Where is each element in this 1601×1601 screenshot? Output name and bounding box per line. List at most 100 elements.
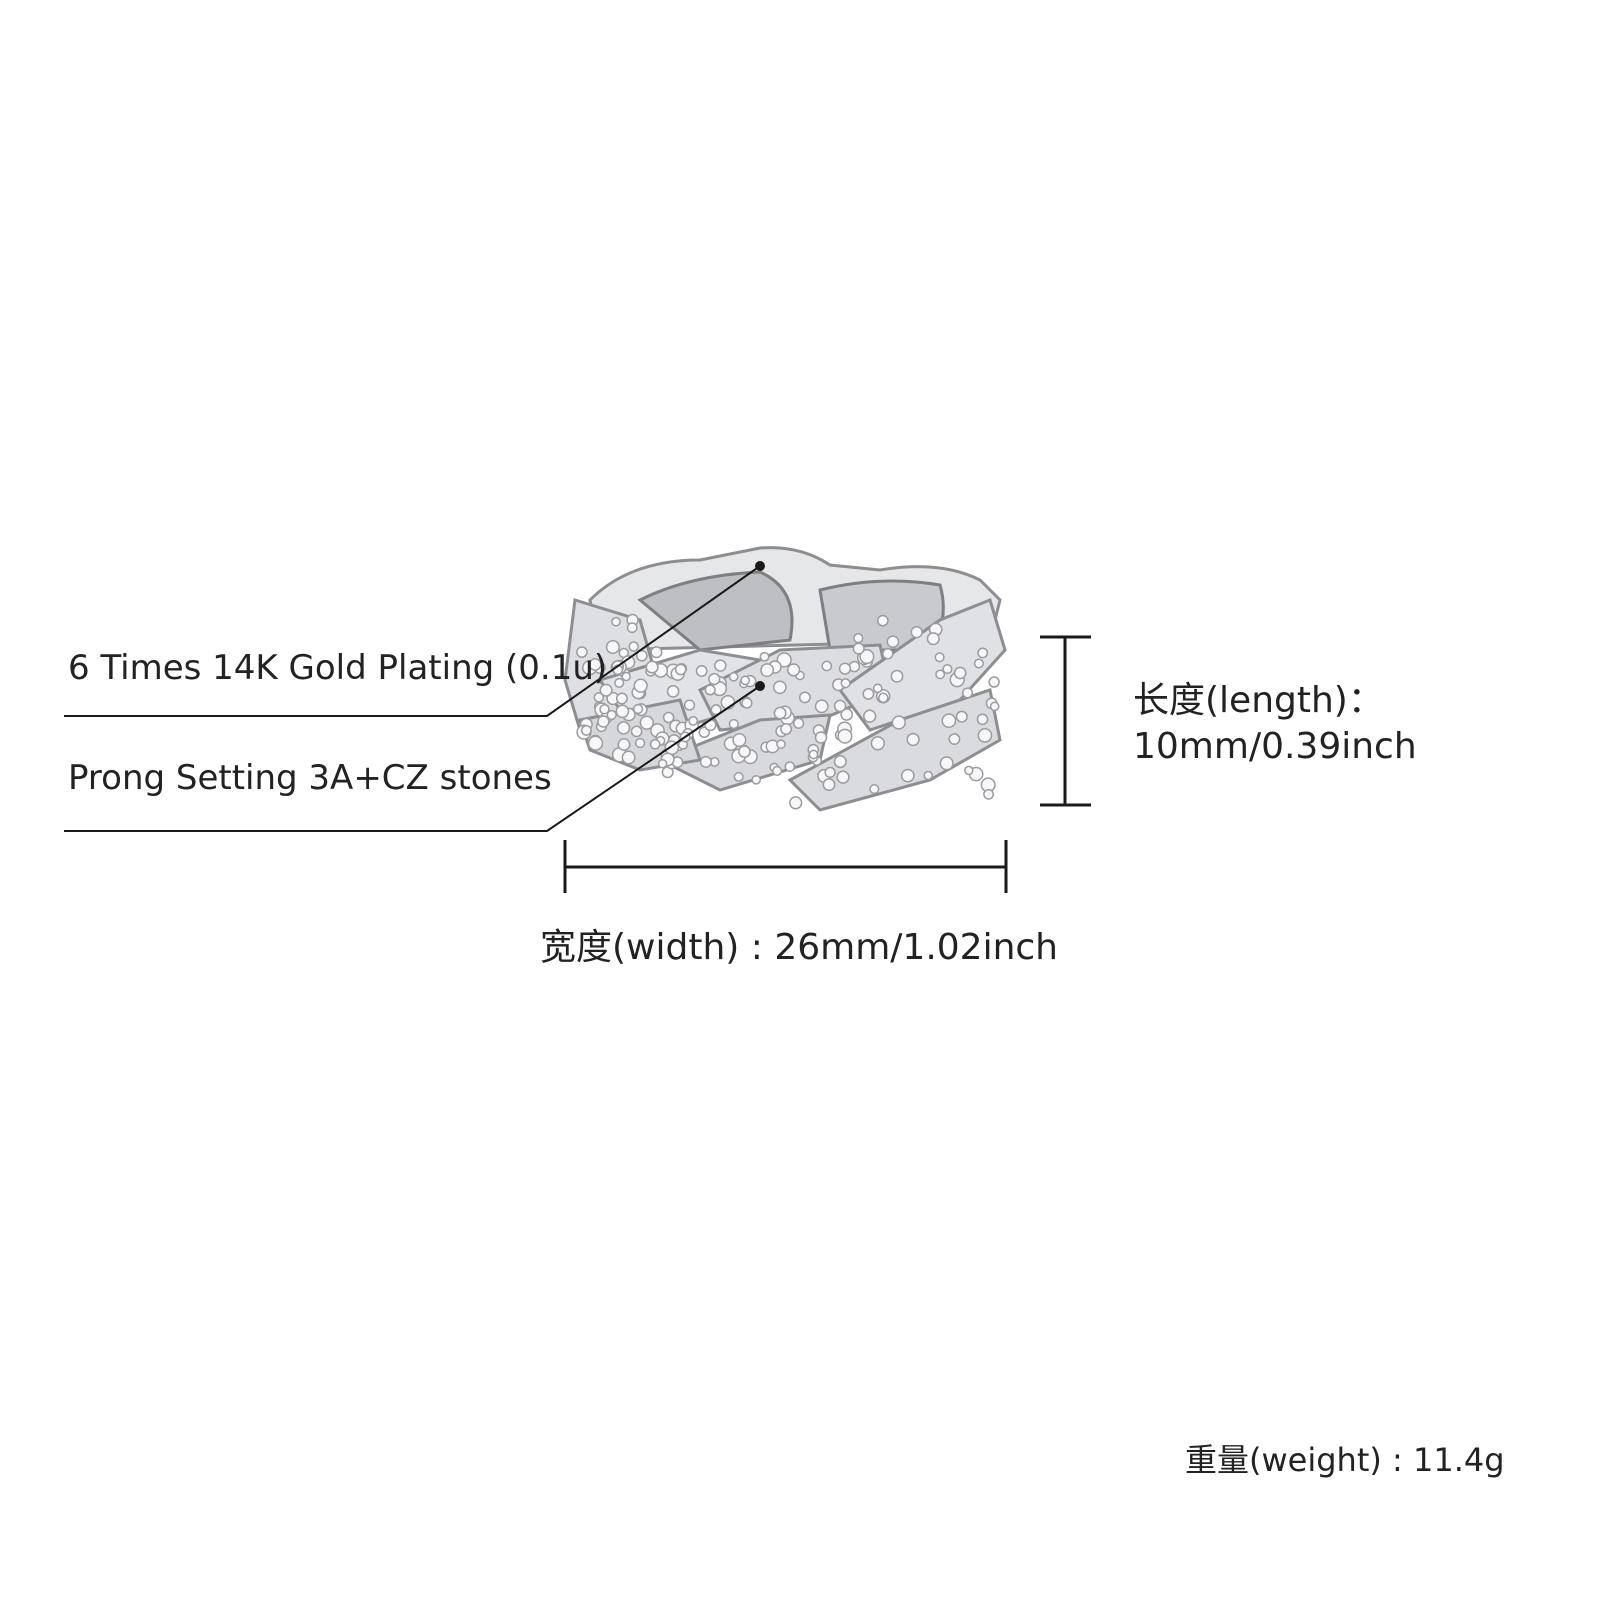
stone-dot: [973, 658, 984, 669]
stone-dot: [666, 685, 680, 698]
stone-dot: [948, 733, 961, 746]
stone-dot: [704, 684, 716, 696]
setting-callout-label: Prong Setting 3A+CZ stones: [68, 758, 552, 798]
stone-dot: [910, 626, 923, 639]
stone-dot: [617, 738, 631, 751]
stone-dot: [789, 796, 803, 810]
stone-dot: [989, 701, 1000, 712]
stone-dot: [772, 680, 787, 695]
stone-dot: [633, 678, 648, 693]
stone-dot: [576, 646, 588, 658]
stone-dot: [587, 735, 604, 751]
stone-dot: [890, 669, 904, 683]
stone-dot: [863, 709, 877, 723]
stone-dot: [976, 713, 989, 726]
stone-dot: [650, 646, 663, 659]
stone-dot: [926, 632, 940, 646]
stone-dot: [838, 662, 852, 675]
stone-dot: [869, 784, 880, 795]
stone-dot: [728, 671, 739, 682]
stone-dot: [606, 709, 617, 721]
stone-dot: [615, 704, 630, 719]
stone-dot: [780, 723, 793, 735]
stone-dot: [760, 663, 775, 678]
stone-dot: [840, 678, 851, 689]
stone-dot: [759, 651, 770, 662]
stone-dot: [886, 635, 900, 649]
plating-leader: [64, 561, 765, 717]
stone-dot: [792, 717, 805, 729]
stone-dot: [599, 703, 610, 715]
stone-dot: [714, 659, 727, 672]
stone-dot: [615, 692, 628, 705]
stone-dot: [955, 710, 968, 723]
stone-dot: [588, 658, 602, 671]
width-dimension-bracket: [563, 840, 1008, 893]
stone-dot: [626, 622, 638, 634]
stone-dot: [772, 765, 783, 776]
stone-dot: [688, 715, 699, 726]
stone-dot: [621, 671, 631, 682]
stone-dot: [876, 614, 889, 627]
weight-label: 重量(weight) : 11.4g: [1185, 1441, 1505, 1479]
stone-dot: [853, 633, 864, 644]
stone-dot: [635, 649, 648, 662]
length-dimension-bracket: [1040, 635, 1091, 807]
stone-dot: [808, 749, 819, 760]
stone-dot: [634, 737, 646, 749]
setting-leader: [64, 681, 765, 832]
stone-dot: [708, 672, 721, 686]
stone-dot: [728, 718, 739, 730]
stone-dot: [862, 687, 875, 700]
stone-dot: [906, 732, 920, 747]
stone-dot: [941, 713, 957, 729]
stone-dot: [852, 642, 865, 655]
stone-dot: [977, 728, 993, 743]
stone-dot: [784, 761, 796, 772]
stone-dot: [953, 666, 967, 680]
stone-dot: [934, 652, 945, 663]
stone-dot: [977, 647, 989, 659]
stone-dot: [632, 703, 644, 715]
stone-dot: [939, 756, 954, 771]
stone-dot: [900, 768, 915, 783]
stone-dot: [859, 649, 875, 665]
stone-dot: [699, 755, 712, 768]
length-value: 10mm/0.39inch: [1133, 726, 1417, 767]
stone-dot: [639, 715, 654, 730]
stone-dot: [710, 704, 722, 716]
stone-dot: [740, 675, 751, 686]
stone-dot: [786, 663, 801, 677]
stone-dot: [814, 731, 828, 744]
stone-dot: [732, 733, 747, 748]
stone-dot: [630, 725, 643, 738]
stone-dot: [961, 687, 974, 699]
stone-dot: [674, 663, 687, 676]
stone-dot: [741, 697, 753, 709]
stone-dot: [988, 676, 1000, 688]
stone-dot: [616, 721, 631, 735]
stone-dot: [733, 771, 744, 782]
stone-dot: [878, 692, 889, 704]
stone-dot: [872, 683, 883, 694]
stone-dot: [614, 677, 625, 688]
stone-dot: [597, 715, 610, 728]
stone-dot: [923, 770, 933, 781]
stone-dot: [821, 660, 833, 672]
stone-dot: [776, 652, 792, 668]
stone-dot: [751, 774, 762, 785]
stone-dot: [833, 699, 847, 713]
stone-dot: [683, 699, 696, 711]
width-label: 宽度(width) : 26mm/1.02inch: [540, 927, 1058, 968]
stone-dot: [628, 641, 639, 652]
stone-dot: [580, 724, 592, 736]
stone-dot: [776, 739, 786, 750]
stone-dot: [611, 616, 621, 627]
stone-dot: [822, 778, 836, 792]
stone-dot: [836, 770, 850, 784]
stone-dot: [935, 669, 946, 680]
stone-dot: [840, 708, 854, 721]
stone-dot: [798, 691, 811, 704]
stone-dot: [824, 766, 836, 779]
stone-dot: [621, 750, 636, 765]
